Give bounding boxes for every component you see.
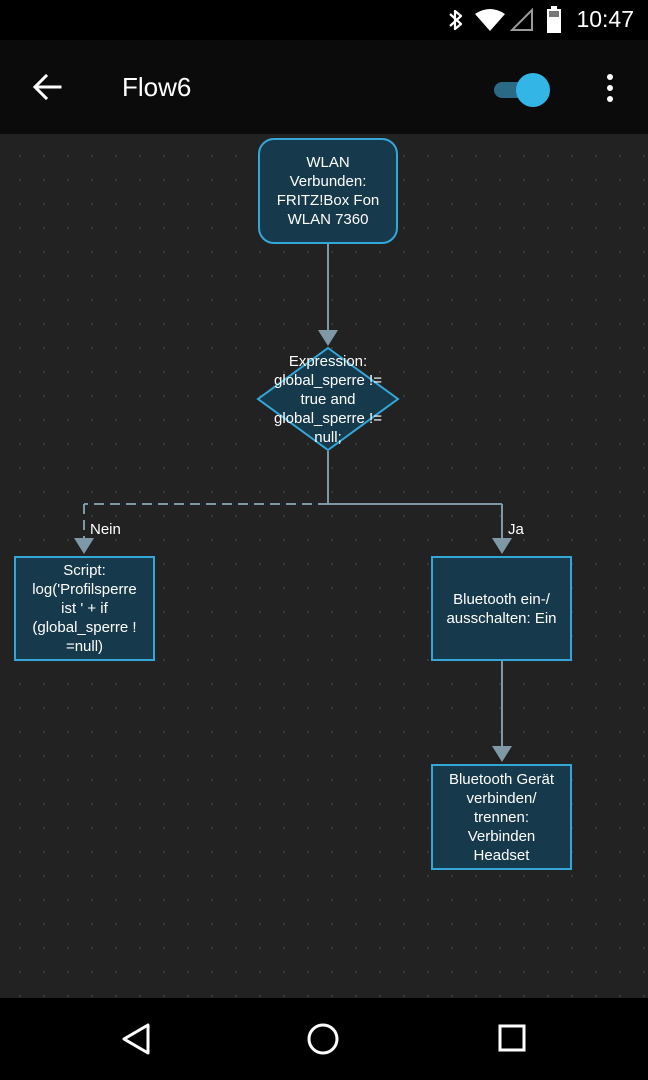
battery-icon (547, 6, 561, 33)
recents-square-icon[interactable] (497, 1023, 527, 1053)
arrowhead-action2 (492, 746, 512, 762)
trigger-node[interactable]: WLAN Verbunden: FRITZ!Box Fon WLAN 7360 (258, 138, 398, 244)
flow-enable-toggle[interactable] (494, 73, 550, 107)
edge-label-yes: Ja (508, 521, 524, 538)
app-bar: Flow6 (0, 40, 648, 134)
navigation-bar (0, 998, 648, 1080)
toggle-thumb (516, 73, 550, 107)
arrowhead-no (74, 538, 94, 554)
home-circle-icon[interactable] (306, 1022, 340, 1056)
condition-node-label[interactable]: Expression: global_sperre != true and gl… (274, 353, 382, 446)
script-action-node[interactable]: Script: log('Profilsperre ist ' + if (gl… (14, 556, 155, 661)
edge-label-no: Nein (90, 521, 121, 538)
flow-canvas[interactable]: WLAN Verbunden: FRITZ!Box Fon WLAN 7360 … (0, 134, 648, 998)
more-vert-icon[interactable] (604, 72, 616, 104)
bluetooth-icon (449, 9, 463, 31)
status-bar: 10:47 (0, 0, 648, 40)
wifi-icon (475, 9, 505, 31)
bluetooth-connect-node[interactable]: Bluetooth Gerät verbinden/ trennen: Verb… (431, 764, 572, 870)
arrow-left-icon[interactable] (32, 73, 62, 101)
arrowhead-condition (318, 330, 338, 346)
back-triangle-icon[interactable] (120, 1022, 152, 1056)
bluetooth-toggle-node[interactable]: Bluetooth ein-/ ausschalten: Ein (431, 556, 572, 661)
arrowhead-yes (492, 538, 512, 554)
condition-diamond-shape (256, 346, 400, 452)
signal-icon (510, 8, 533, 31)
status-time: 10:47 (576, 6, 634, 32)
flow-edges (74, 244, 512, 762)
page-title: Flow6 (122, 72, 192, 102)
